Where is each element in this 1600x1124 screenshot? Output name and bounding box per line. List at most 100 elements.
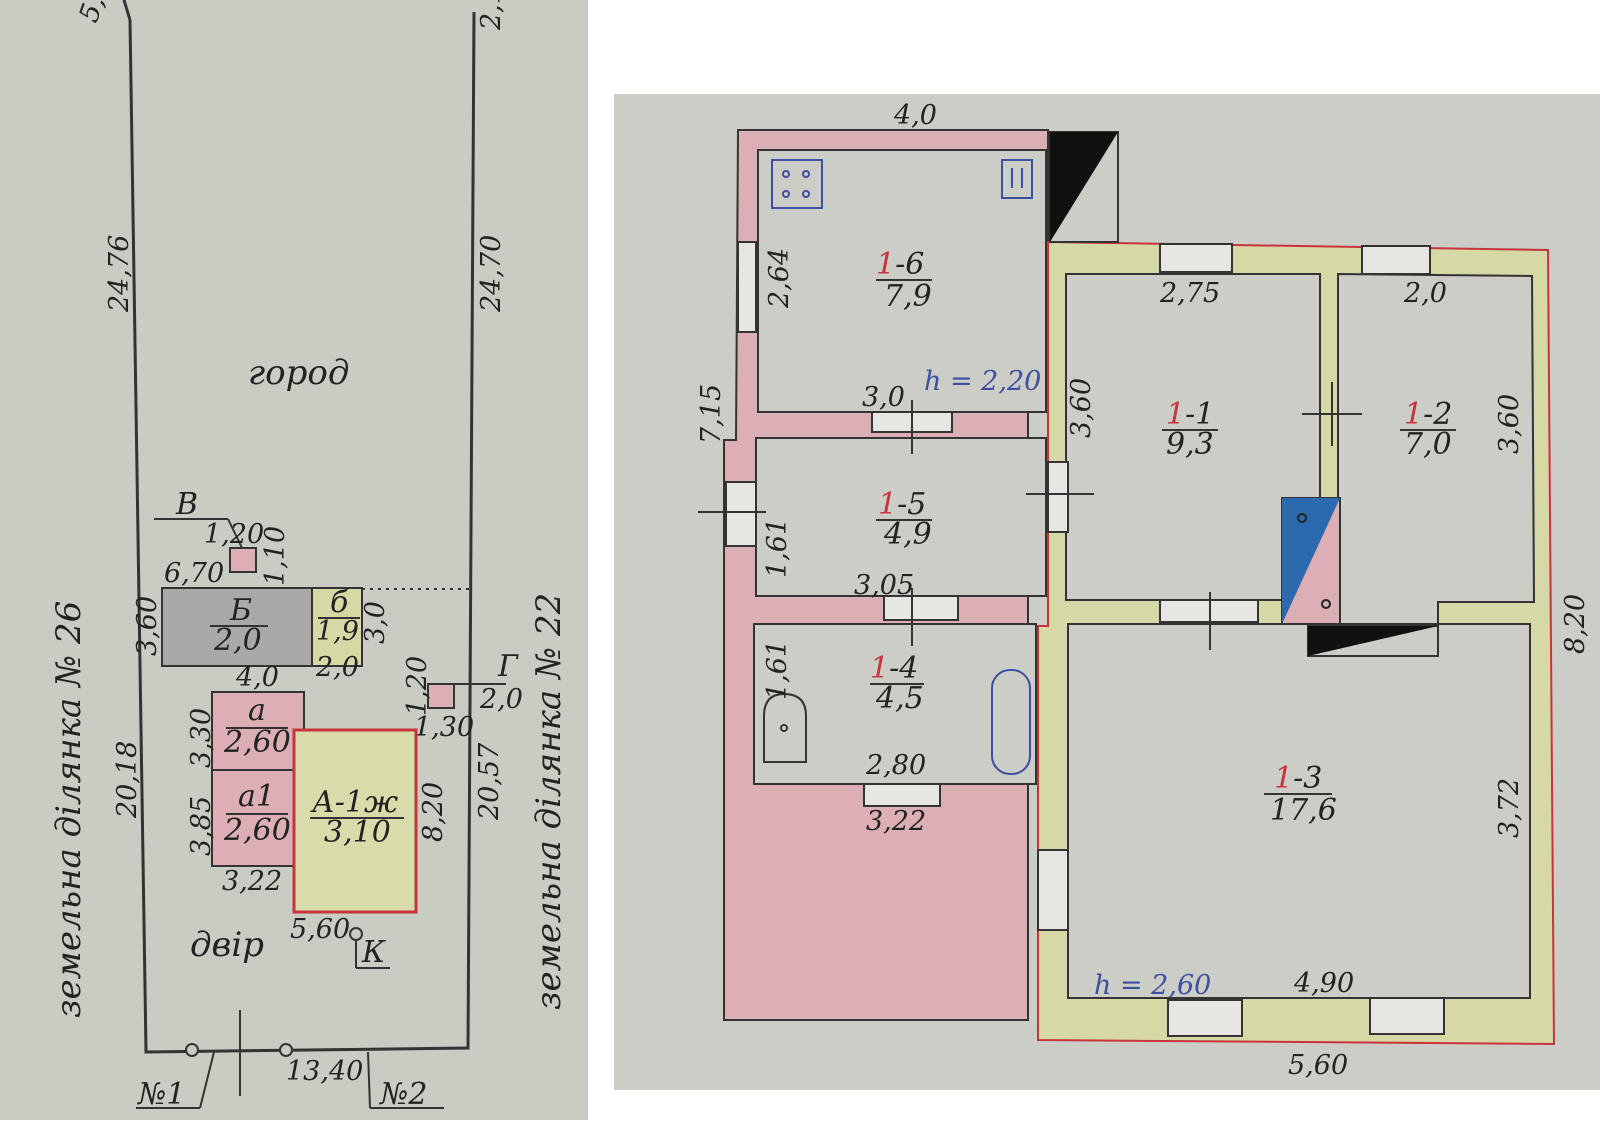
building-a1-width: 3,85 (186, 796, 217, 856)
room-1-4-outer: 3,22 (866, 806, 926, 837)
well-label: К (361, 935, 386, 970)
window-1-3-left (1037, 849, 1069, 931)
building-a-area: 2,60 (223, 725, 291, 760)
site-plan-panel: 5,9 2,1 24,76 24,70 20,18 20,57 город зе… (0, 0, 588, 1120)
room-1-3-side: 3,72 (1494, 778, 1525, 838)
building-g-side-b: 1,30 (414, 712, 474, 743)
room-1-5-area: 4,9 (883, 517, 932, 552)
room-1-4-side: 1,61 (762, 640, 793, 700)
room-1-4 (753, 623, 1037, 785)
room-1-5-bottom: 3,05 (854, 570, 914, 601)
top-width: 4,0 (893, 100, 937, 131)
building-a-letter: а (248, 693, 266, 728)
building-a1-area: 2,60 (223, 813, 291, 848)
room-1-1-area: 9,3 (1166, 427, 1214, 462)
height-main: h = 2,60 (1094, 970, 1211, 1001)
building-g-side-a: 1,20 (402, 656, 433, 716)
building-b-small (311, 587, 363, 667)
room-1-5 (755, 437, 1047, 597)
building-b-small-bottom: 2,0 (315, 652, 359, 683)
building-b-width: 3,60 (132, 596, 163, 656)
window-1-5 (725, 481, 757, 547)
main-house-bottom: 5,60 (290, 914, 350, 945)
room-1-6-area: 7,9 (884, 279, 932, 314)
building-a1-letter: а1 (238, 779, 275, 814)
room-1-1 (1065, 273, 1321, 601)
building-b-letter: Б (229, 593, 252, 628)
room-1-1-id: 1-1 (1166, 397, 1214, 432)
top-right-corner: 2,1 (476, 0, 507, 31)
building-g (427, 683, 455, 709)
gate1-post (185, 1043, 199, 1057)
well-marker (349, 927, 363, 941)
main-house (292, 728, 418, 914)
left-bottom-length: 20,18 (112, 741, 143, 819)
floor-plan-panel: 4,0 7,15 8,20 5,60 1-6 7,9 2,64 3,0 h = … (614, 94, 1600, 1090)
yard-label: двір (190, 925, 264, 965)
window-1-3-b (1369, 997, 1445, 1035)
building-v (229, 547, 257, 573)
building-v-side-b: 1,10 (260, 526, 291, 586)
left-top-length: 24,76 (104, 235, 135, 313)
building-a1-bottom: 3,22 (222, 866, 282, 897)
building-g-dist: 2,0 (479, 684, 523, 715)
room-1-5-id: 1-5 (878, 487, 926, 522)
window-1-4 (863, 783, 941, 807)
gate2-post (279, 1043, 293, 1057)
site-plan-drawing: 5,9 2,1 24,76 24,70 20,18 20,57 город зе… (49, 0, 569, 1112)
height-kitchen: h = 2,20 (924, 366, 1041, 397)
front-width: 13,40 (286, 1056, 363, 1087)
cooktop-icon (771, 159, 823, 209)
plot-boundary (128, 11, 476, 1054)
windows (725, 241, 1445, 1037)
room-1-2-top: 2,0 (1403, 278, 1447, 309)
building-b-small-area: 1,9 (316, 616, 359, 647)
room-1-3-area: 17,6 (1270, 793, 1337, 828)
floor-plan-drawing: 4,0 7,15 8,20 5,60 1-6 7,9 2,64 3,0 h = … (696, 100, 1591, 1081)
room-1-4-bottom: 2,80 (865, 750, 926, 781)
room-1-1-top: 2,75 (1159, 278, 1220, 309)
room-1-1-side: 3,60 (1066, 378, 1097, 438)
bottom-width: 5,60 (1288, 1050, 1348, 1081)
top-left-corner: 5,9 (73, 0, 117, 26)
room-1-2-id: 1-2 (1404, 397, 1452, 432)
building-a-width: 3,30 (186, 708, 217, 768)
right-top-length: 24,70 (476, 235, 507, 313)
toilet-icon (763, 692, 807, 763)
door-1-1-left (1047, 461, 1069, 533)
gate1-label: №1 (136, 1077, 185, 1112)
room-1-3-id: 1-3 (1274, 761, 1322, 796)
left-neighbor-label: земельна ділянка № 26 (49, 601, 89, 1018)
right-neighbor-label: земельна ділянка № 22 (529, 593, 569, 1010)
room-1-6-bottom: 3,0 (862, 382, 905, 413)
room-1-4-id: 1-4 (870, 651, 918, 686)
door-marks (698, 382, 1362, 650)
building-v-side-a: 1,20 (204, 519, 264, 550)
building-b-bottom: 4,0 (235, 662, 279, 693)
left-height: 7,15 (696, 384, 727, 444)
building-b-small-width: 3,0 (360, 601, 391, 644)
window-1-2 (1361, 245, 1431, 275)
chimney-middle (1308, 626, 1438, 656)
building-b-area: 2,0 (213, 623, 262, 658)
building-v-letter: В (175, 487, 198, 522)
bathtub-icon (991, 669, 1031, 775)
room-1-3-bottom: 4,90 (1293, 968, 1354, 999)
room-1-4-area: 4,5 (875, 681, 924, 716)
door-1-5 (883, 595, 959, 621)
building-g-letter: Г (497, 649, 519, 684)
room-1-6-side: 2,64 (764, 248, 795, 309)
window-1-6 (737, 241, 757, 333)
garden-label: город (248, 353, 349, 393)
building-b-small-letter: б (330, 585, 349, 620)
boiler-icon (1001, 159, 1033, 199)
main-house-depth: 8,20 (418, 782, 449, 842)
stove-icon (1282, 498, 1340, 624)
room-1-2-side: 3,60 (1494, 394, 1525, 454)
room-1-5-side: 1,61 (762, 518, 793, 578)
gate2-label: №2 (378, 1077, 427, 1112)
building-b-length: 6,70 (164, 558, 224, 589)
room-1-6-id: 1-6 (876, 247, 924, 282)
right-height: 8,20 (1560, 594, 1591, 654)
window-1-1 (1159, 243, 1233, 273)
